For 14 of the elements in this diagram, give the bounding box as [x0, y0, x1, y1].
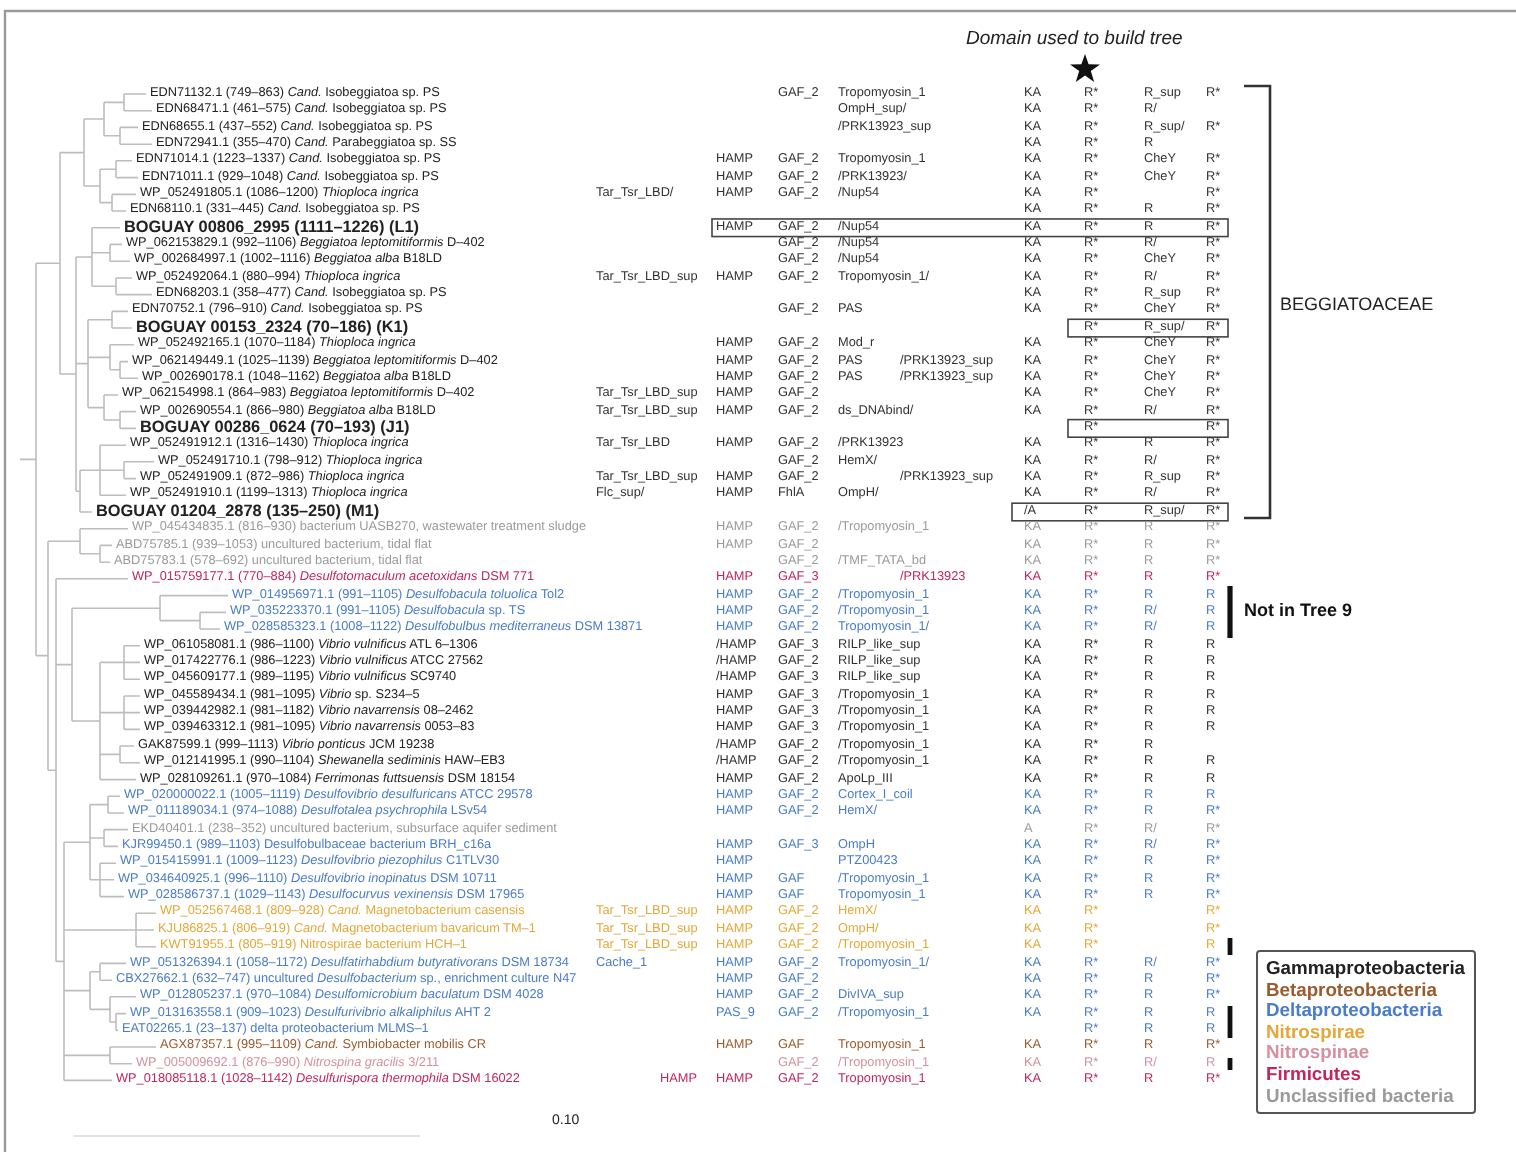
clade-label: BEGGIATOACEAE: [1280, 293, 1434, 315]
taxon-label: BOGUAY 01204_2878 (135–250) (M1): [96, 503, 380, 520]
taxon-label: BOGUAY 00806_2995 (1111–1226) (L1): [124, 219, 419, 236]
legend-entry: Unclassified bacteria: [1266, 1085, 1456, 1107]
legend-entry: Gammaproteobacteria: [1266, 958, 1466, 980]
legend-entry: Nitrospirae: [1266, 1021, 1365, 1043]
legend-entry: Nitrospinae: [1266, 1042, 1372, 1064]
taxon-label: BOGUAY 00153_2324 (70–186) (K1): [136, 319, 409, 336]
legend-entry: Firmicutes: [1266, 1063, 1361, 1086]
legend-entry: Betaproteobacteria: [1266, 979, 1437, 1001]
legend-entry: Deltaproteobacteria: [1266, 1000, 1445, 1022]
column-heading: Domain used to build tree: [966, 27, 1183, 49]
taxon-label: BOGUAY 00286_0624 (70–193) (J1): [140, 420, 410, 436]
note-label: Not in Tree 9: [1244, 599, 1353, 621]
